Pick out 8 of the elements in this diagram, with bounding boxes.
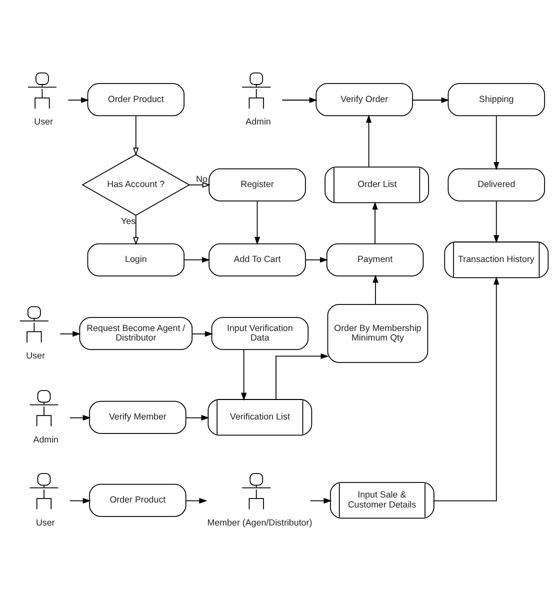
- node-label: Member (Agen/Distributor): [207, 517, 312, 528]
- node-label: User: [26, 350, 45, 360]
- node-label: User: [36, 517, 55, 528]
- node-label: Admin: [33, 434, 59, 444]
- node-label: Admin: [246, 116, 271, 127]
- node-label: User: [34, 116, 53, 127]
- edge-label: No: [196, 174, 208, 184]
- edge-label: Yes: [121, 216, 136, 226]
